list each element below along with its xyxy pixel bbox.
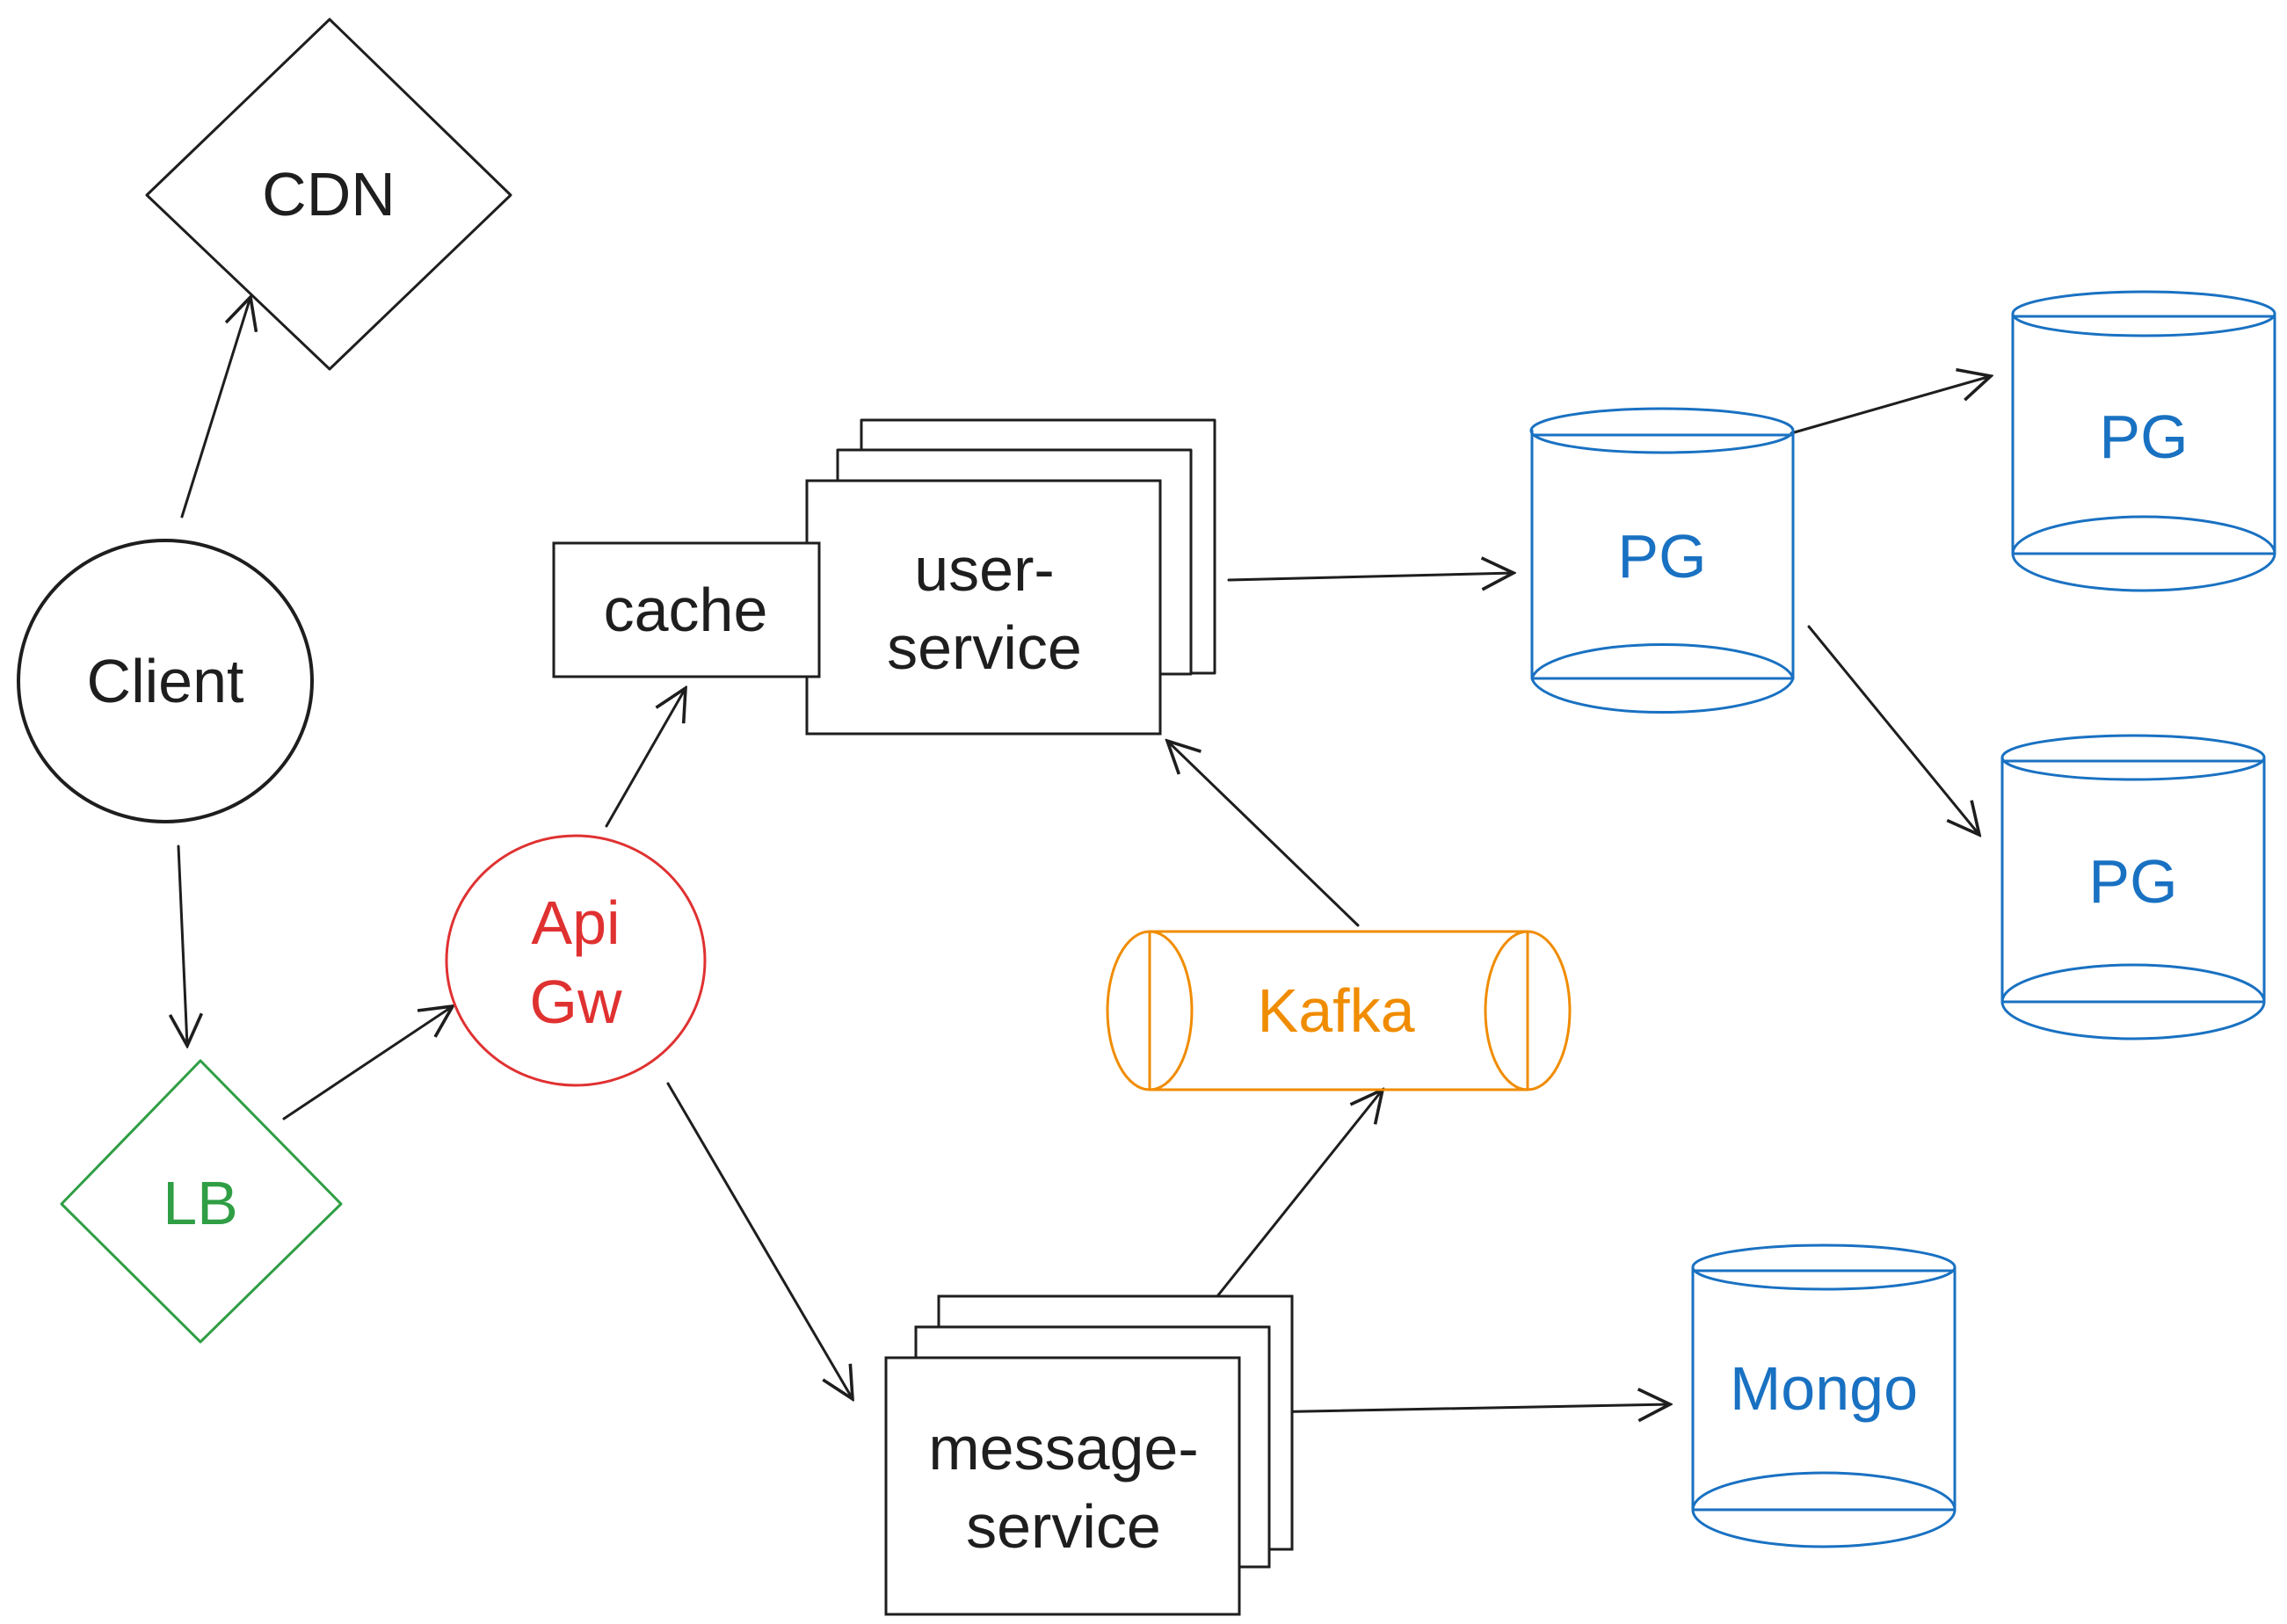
message-service-box <box>884 1356 1241 1616</box>
client-label: Client <box>87 647 244 715</box>
cache-label: cache <box>604 576 768 644</box>
mongo-top-cap <box>1691 1243 1957 1291</box>
cdn-label: CDN <box>262 160 396 228</box>
kafka-cylinder-right-cap <box>1484 930 1572 1091</box>
api-gw-label-line2: Gw <box>530 968 622 1036</box>
pg-primary-cylinder-sides <box>1530 429 1795 680</box>
arrow-pg-to-pg-replica-bottom <box>1807 625 1979 835</box>
pg-replica-bottom-label: PG <box>2088 847 2177 916</box>
api-gw-node[interactable]: Api Gw <box>445 834 707 1087</box>
arrow-pg-to-pg-replica-top <box>1790 376 1991 435</box>
mongo-node[interactable]: Mongo <box>1691 1243 1957 1548</box>
pg-replica-bottom-cylinder-sides <box>2000 756 2266 1004</box>
arrow-user-service-to-pg <box>1227 573 1514 580</box>
pg-replica-top-top-cap <box>2011 290 2276 337</box>
api-gw-circle <box>445 834 707 1087</box>
arrow-kafka-to-user-service <box>1167 741 1360 927</box>
arrow-message-service-to-kafka <box>1187 1090 1383 1333</box>
pg-primary-label: PG <box>1617 522 1706 591</box>
pg-replica-top-cylinder-sides <box>2011 312 2276 555</box>
user-service-node[interactable]: user- service <box>805 418 1216 736</box>
pg-replica-bottom-node[interactable]: PG <box>2000 734 2266 1040</box>
client-node[interactable]: Client <box>17 539 314 823</box>
edges <box>178 297 1991 1412</box>
kafka-cylinder-left-cap <box>1106 930 1194 1091</box>
arrow-api-gw-to-message-service <box>666 1082 853 1399</box>
cache-box <box>552 541 821 678</box>
arrow-message-service-to-mongo <box>1260 1404 1670 1412</box>
user-service-label-line2: service <box>887 613 1082 682</box>
cdn-node[interactable]: CDN <box>145 18 512 371</box>
lb-diamond <box>60 1059 343 1344</box>
arrow-client-to-lb <box>178 845 187 1046</box>
api-gw-label-line1: Api <box>531 888 620 957</box>
cdn-diamond <box>145 18 512 371</box>
cache-node[interactable]: cache <box>552 541 821 678</box>
pg-primary-node[interactable]: PG <box>1529 407 1795 714</box>
message-service-label-line1: message- <box>928 1414 1198 1483</box>
kafka-cylinder-body <box>1148 930 1529 1091</box>
pg-replica-top-node[interactable]: PG <box>2011 290 2276 592</box>
user-service-label-line1: user- <box>914 535 1054 604</box>
message-service-node[interactable]: message- service <box>884 1294 1294 1616</box>
pg-primary-top-cap <box>1529 407 1795 454</box>
mongo-label: Mongo <box>1730 1354 1918 1423</box>
arrow-client-to-cdn <box>180 297 250 518</box>
lb-label: LB <box>163 1169 238 1237</box>
arrow-lb-to-api-gw <box>282 1006 453 1120</box>
kafka-node[interactable]: Kafka <box>1106 930 1572 1091</box>
mongo-cylinder-sides <box>1691 1265 1957 1512</box>
message-service-label-line2: service <box>966 1492 1161 1561</box>
arrow-api-gw-to-cache <box>605 688 686 828</box>
pg-replica-bottom-top-cap <box>2000 734 2266 781</box>
lb-node[interactable]: LB <box>60 1059 343 1344</box>
client-circle <box>17 539 314 823</box>
kafka-label: Kafka <box>1258 976 1415 1045</box>
pg-replica-top-label: PG <box>2099 402 2188 471</box>
user-service-box <box>805 479 1162 736</box>
